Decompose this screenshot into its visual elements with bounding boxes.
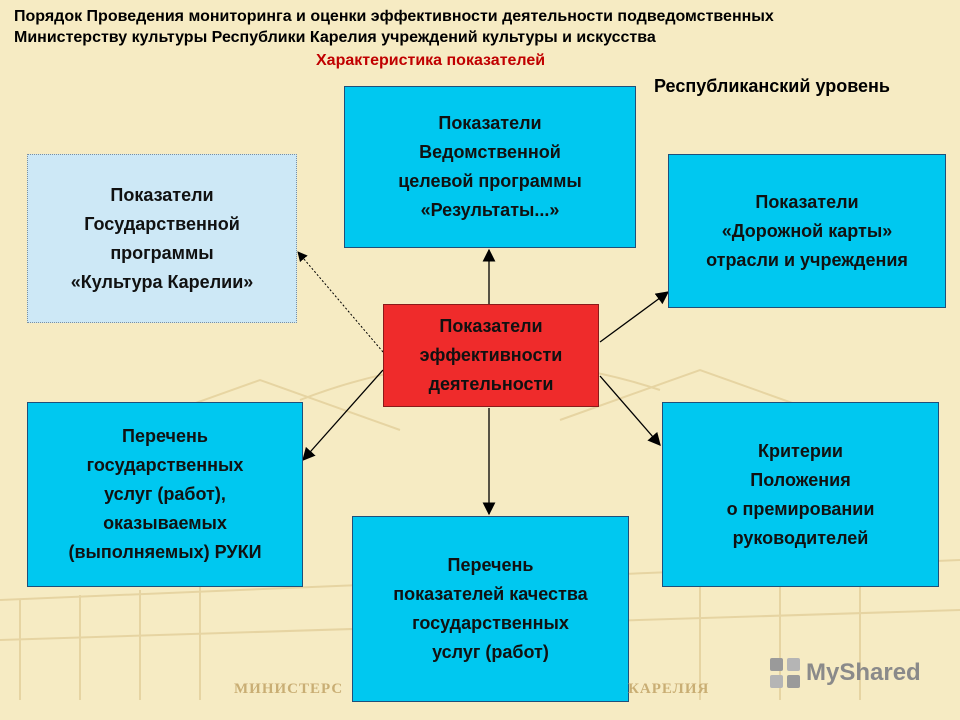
level-label: Республиканский уровень [654,76,890,96]
myshared-logo-icon [770,658,800,688]
box-center-efficiency: Показатели эффективности деятельности [383,304,599,407]
watermark-left-text: МИНИСТЕРС [234,681,344,697]
box-quality-indicators: Перечень показателей качества государств… [352,516,629,702]
myshared-logo-text: MyShared [806,659,921,686]
myshared-logo: MyShared [768,656,921,690]
page-subtitle: Характеристика показателей [316,52,546,69]
watermark-right-text: КАРЕЛИЯ [628,681,710,697]
box-departmental-program: Показатели Ведомственной целевой програм… [344,86,636,248]
box-roadmap: Показатели «Дорожной карты» отрасли и уч… [668,154,946,308]
title-line-2: Министерству культуры Республики Карелия… [14,29,656,46]
box-state-services-list: Перечень государственных услуг (работ), … [27,402,303,587]
page-title: Порядок Проведения мониторинга и оценки … [14,6,914,48]
title-line-1: Порядок Проведения мониторинга и оценки … [14,8,774,25]
box-state-program: Показатели Государственной программы «Ку… [27,154,297,323]
box-bonus-criteria: Критерии Положения о премировании руково… [662,402,939,587]
